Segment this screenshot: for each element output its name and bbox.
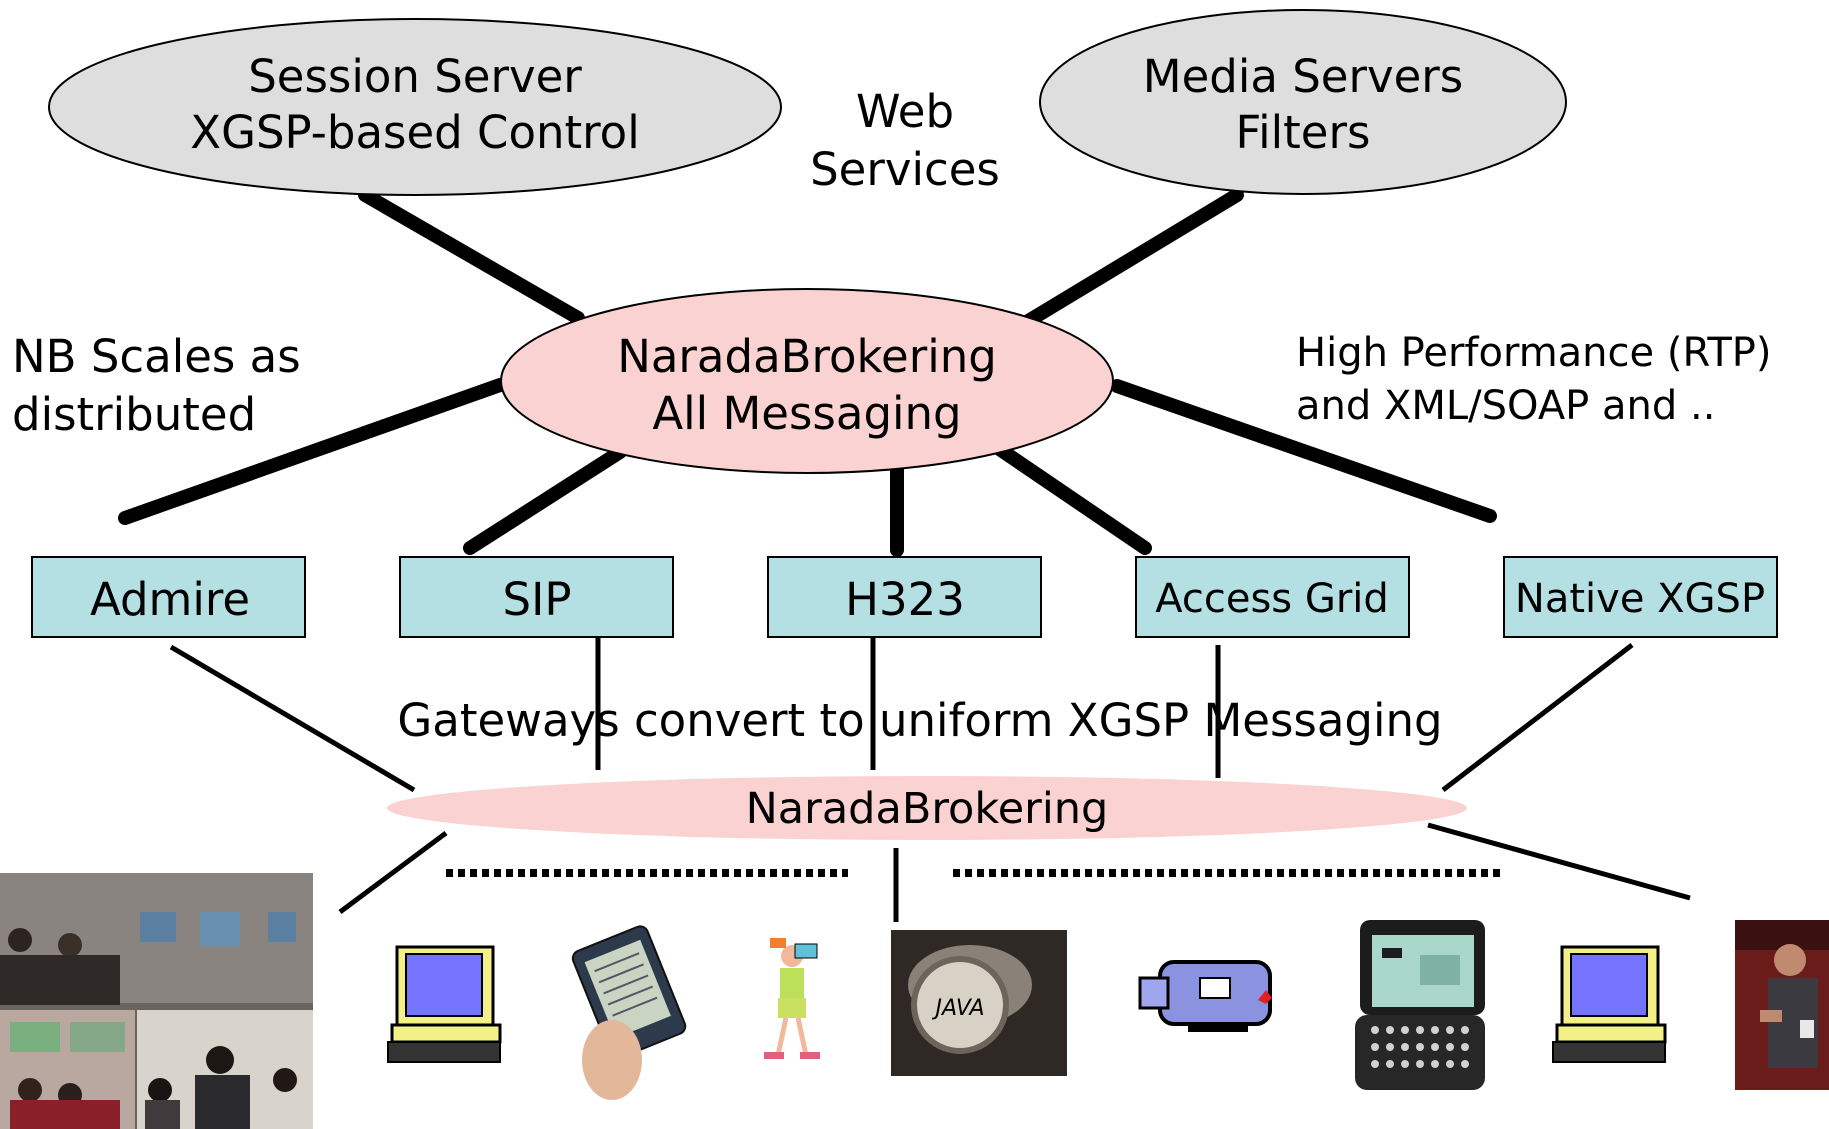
gateway-h323-label: H323 — [845, 573, 965, 626]
narada-top-line1: NaradaBrokering — [617, 330, 997, 383]
high-performance-note: High Performance (RTP) and XML/SOAP and … — [1296, 330, 1772, 429]
gateways-note: Gateways convert to uniform XGSP Messagi… — [397, 694, 1442, 747]
connector-admire — [118, 378, 507, 525]
web-services-note: Web Services — [810, 85, 1000, 196]
connector-sip — [463, 445, 627, 555]
nb-scales-line2: distributed — [12, 388, 256, 441]
video-camera-icon — [1138, 960, 1272, 1032]
person-with-camera-icon — [764, 938, 820, 1059]
gateway-h323: H323 — [767, 556, 1042, 638]
media-servers-line1: Media Servers — [1143, 50, 1463, 103]
session-server-line2: XGSP-based Control — [190, 106, 639, 159]
connector-client-left — [338, 830, 448, 915]
gateway-native-xgsp: Native XGSP — [1503, 556, 1778, 638]
gateway-native-xgsp-label: Native XGSP — [1515, 576, 1765, 622]
connector-media-servers — [1018, 188, 1244, 330]
narada-top-line2: All Messaging — [652, 387, 961, 440]
narada-top-node: NaradaBrokering All Messaging — [500, 288, 1114, 474]
web-services-line1: Web — [856, 85, 954, 138]
conference-room-photo — [0, 873, 313, 1129]
tablet-pda-icon — [571, 925, 687, 1100]
gateway-connectors — [169, 637, 1634, 793]
session-server-node: Session Server XGSP-based Control — [48, 18, 782, 196]
web-services-line2: Services — [810, 143, 1000, 196]
high-performance-line2: and XML/SOAP and .. — [1296, 383, 1715, 429]
nb-scales-note: NB Scales as distributed — [12, 330, 301, 441]
top-connectors — [118, 188, 1497, 557]
connector-access-grid — [991, 441, 1152, 555]
presenter-photo — [1735, 920, 1829, 1090]
media-servers-node: Media Servers Filters — [1039, 9, 1567, 195]
gateway-access-grid-label: Access Grid — [1155, 576, 1389, 622]
pager-device-icon — [1355, 920, 1485, 1090]
connector-session-server — [358, 188, 585, 325]
desktop-computer-icon — [387, 945, 502, 1063]
nb-scales-line1: NB Scales as — [12, 330, 301, 383]
client-connectors — [338, 822, 1691, 922]
narada-bottom-node: NaradaBrokering — [387, 776, 1467, 840]
media-servers-line2: Filters — [1236, 106, 1371, 159]
svg-text:JAVA: JAVA — [931, 996, 984, 1021]
gateway-admire-label: Admire — [90, 573, 250, 626]
desktop-computer-icon — [1552, 945, 1667, 1063]
narada-bottom-label: NaradaBrokering — [746, 784, 1109, 834]
gateway-admire: Admire — [31, 556, 306, 638]
high-performance-line1: High Performance (RTP) — [1296, 330, 1772, 376]
connector-admire-bottom — [169, 644, 416, 793]
gateway-sip-label: SIP — [503, 573, 572, 626]
java-ring-photo: JAVA — [891, 930, 1067, 1076]
connector-native-xgsp-bottom — [1441, 643, 1634, 792]
connector-native-xgsp — [1110, 379, 1497, 523]
session-server-line1: Session Server — [248, 50, 582, 103]
gateway-sip: SIP — [399, 556, 674, 638]
connector-client-right — [1427, 822, 1691, 901]
gateway-access-grid: Access Grid — [1135, 556, 1410, 638]
